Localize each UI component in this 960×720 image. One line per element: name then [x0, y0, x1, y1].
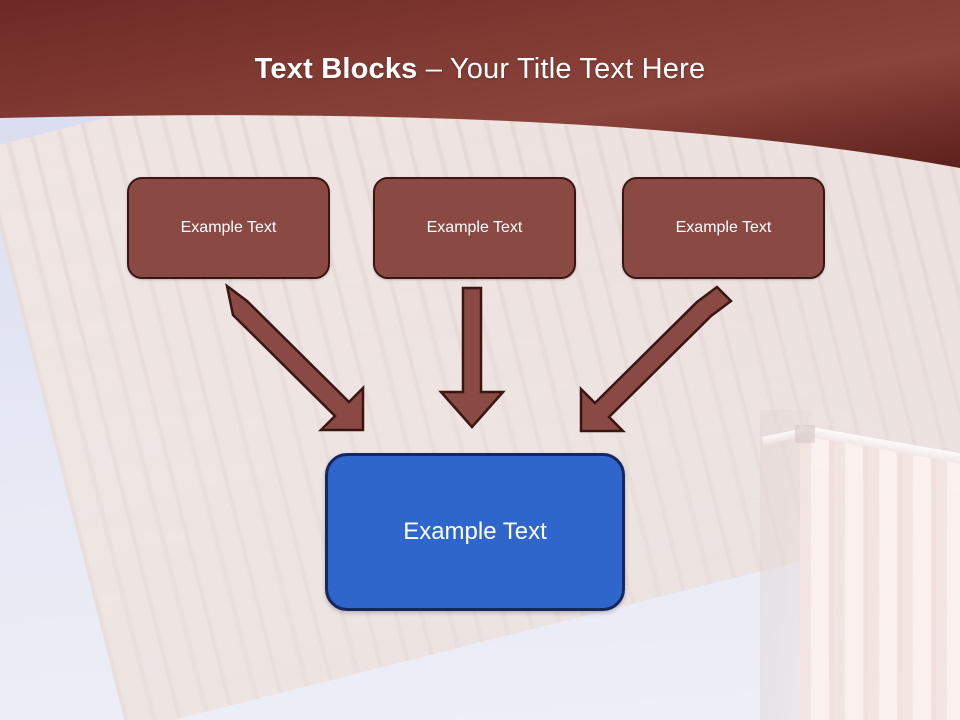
text-block-3[interactable]: Example Text	[622, 177, 825, 279]
container-corner-block	[795, 425, 815, 443]
result-block[interactable]: Example Text	[325, 453, 625, 611]
result-block-label: Example Text	[403, 518, 547, 545]
header-band: Text Blocks – Your Title Text Here	[0, 0, 960, 200]
page-title-bold: Text Blocks	[254, 53, 418, 85]
text-block-2-label: Example Text	[426, 219, 523, 236]
page-title: Text Blocks – Your Title Text Here	[0, 52, 960, 86]
page-title-regular: – Your Title Text Here	[417, 53, 706, 85]
text-block-3-label: Example Text	[675, 219, 772, 236]
text-block-2[interactable]: Example Text	[373, 177, 576, 279]
header-curve-path	[0, 0, 960, 168]
text-block-1-label: Example Text	[180, 219, 277, 236]
header-band-shape	[0, 0, 960, 168]
text-block-1[interactable]: Example Text	[127, 177, 330, 279]
